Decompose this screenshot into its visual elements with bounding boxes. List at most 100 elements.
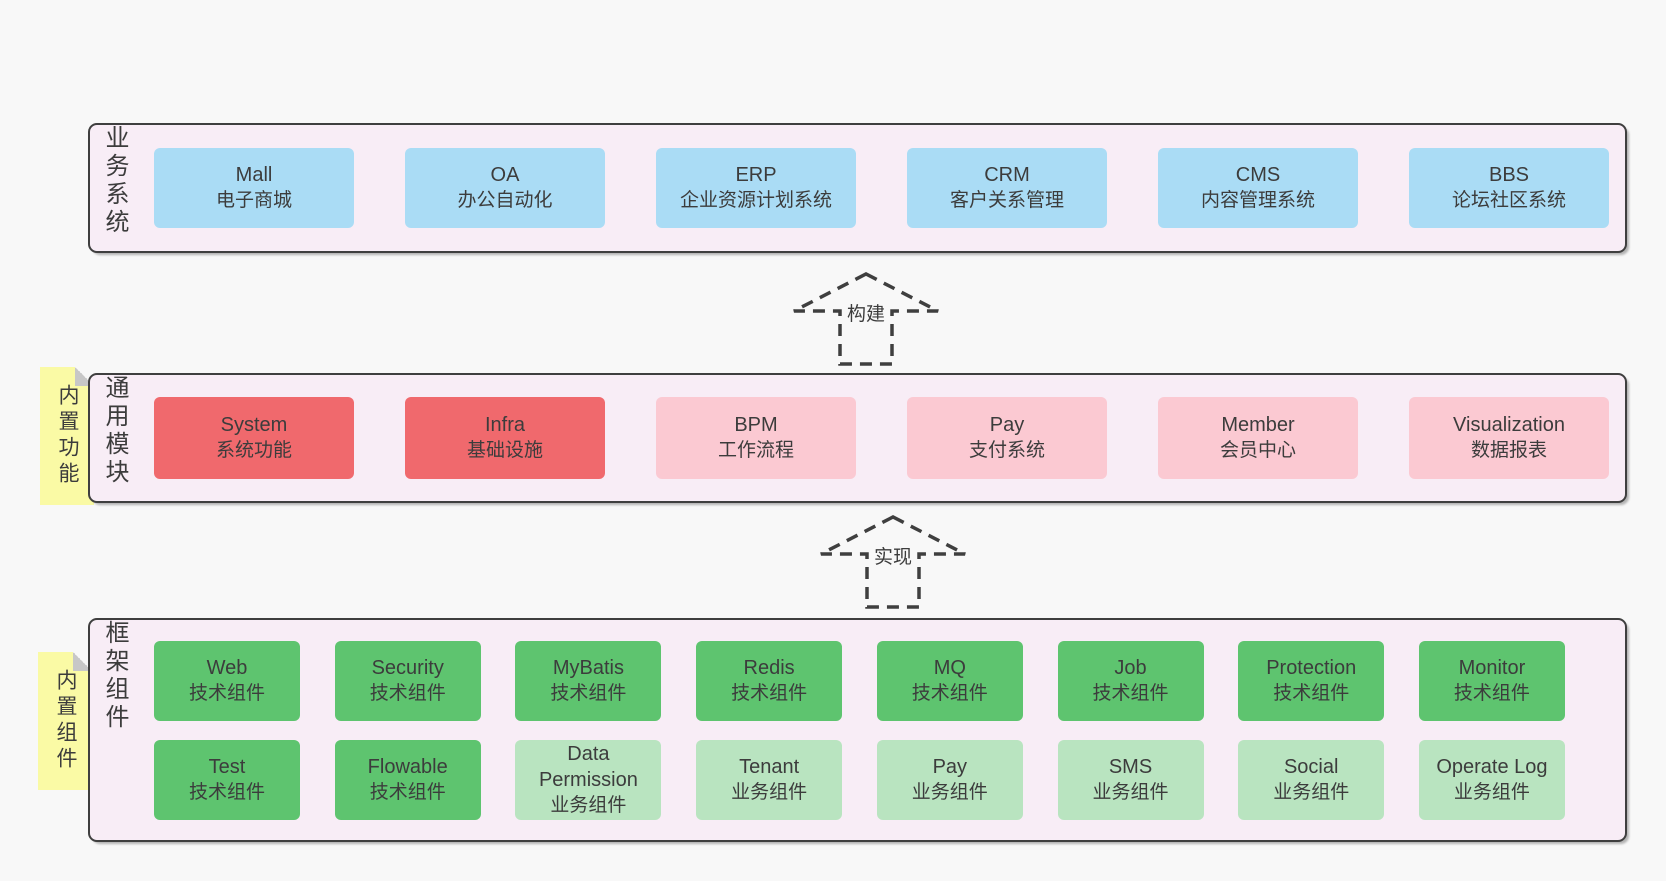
box-mall: Mall 电子商城 [154, 148, 354, 228]
components-row-2: Test 技术组件 Flowable 技术组件 Data Permission … [154, 740, 1565, 820]
box-bpm: BPM 工作流程 [656, 397, 856, 479]
box-monitor: Monitor 技术组件 [1418, 641, 1565, 721]
box-subtitle: 支付系统 [968, 440, 1045, 461]
box-system: System 系统功能 [154, 397, 354, 479]
box-subtitle: 业务组件 [911, 782, 988, 803]
box-title: BPM [734, 414, 778, 436]
box-tenant: Tenant 业务组件 [696, 740, 843, 820]
box-bbs: BBS 论坛社区系统 [1409, 148, 1609, 228]
box-subtitle: 客户关系管理 [949, 190, 1064, 211]
box-subtitle: 数据报表 [1470, 440, 1547, 461]
up-block-arrow-icon [793, 272, 939, 366]
build-arrow-label: 构建 [843, 299, 889, 326]
box-title: Web [206, 657, 248, 679]
box-subtitle: 技术组件 [731, 683, 808, 704]
box-protection: Protection 技术组件 [1238, 641, 1385, 721]
box-erp: ERP 企业资源计划系统 [656, 148, 856, 228]
box-title: Pay [989, 414, 1025, 436]
framework-components-layer: 框架组件 Web 技术组件 Security 技术组件 MyBatis 技术组件… [88, 618, 1627, 842]
up-block-arrow-icon [820, 515, 966, 609]
layer-label-modules: 通用模块 [101, 375, 128, 487]
box-title: CMS [1235, 164, 1281, 186]
box-operate-log: Operate Log 业务组件 [1418, 740, 1565, 820]
box-title: Test [208, 756, 246, 778]
box-subtitle: 会员中心 [1219, 440, 1296, 461]
box-subtitle: 业务组件 [1453, 782, 1530, 803]
box-title: Protection [1266, 657, 1357, 679]
box-pay-system: Pay 支付系统 [907, 397, 1107, 479]
box-member: Member 会员中心 [1158, 397, 1358, 479]
note-built-in-features: 内置功能 [40, 367, 94, 505]
box-title: Flowable [367, 756, 448, 778]
box-title: Data Permission [538, 743, 638, 791]
layer-label-business: 业务系统 [101, 125, 128, 237]
note-fold-corner-icon [73, 652, 92, 671]
common-modules-layer: 通用模块 System 系统功能 Infra 基础设施 BPM 工作流程 Pay… [88, 373, 1627, 503]
note-built-in-components: 内置组件 [38, 652, 92, 790]
box-mq: MQ 技术组件 [876, 641, 1023, 721]
box-subtitle: 技术组件 [1273, 683, 1350, 704]
box-flowable: Flowable 技术组件 [334, 740, 481, 820]
box-subtitle: 技术组件 [1453, 683, 1530, 704]
box-subtitle: 技术组件 [550, 683, 627, 704]
build-arrow: 构建 [791, 271, 941, 367]
box-subtitle: 技术组件 [188, 782, 265, 803]
box-subtitle: 技术组件 [369, 683, 446, 704]
note-text: 内置功能 [56, 384, 79, 488]
business-systems-layer: 业务系统 Mall 电子商城 OA 办公自动化 ERP 企业资源计划系统 CRM… [88, 123, 1627, 253]
box-title: Redis [743, 657, 795, 679]
box-subtitle: 基础设施 [466, 440, 543, 461]
box-subtitle: 技术组件 [911, 683, 988, 704]
box-subtitle: 论坛社区系统 [1451, 190, 1566, 211]
box-title: Security [371, 657, 444, 679]
box-title: Monitor [1458, 657, 1526, 679]
box-redis: Redis 技术组件 [696, 641, 843, 721]
box-sms: SMS 业务组件 [1057, 740, 1204, 820]
box-title: ERP [735, 164, 777, 186]
box-title: Visualization [1453, 414, 1565, 436]
box-title: Member [1221, 414, 1295, 436]
box-subtitle: 业务组件 [1273, 782, 1350, 803]
box-title: Operate Log [1436, 756, 1548, 778]
box-title: Social [1283, 756, 1339, 778]
box-subtitle: 系统功能 [215, 440, 292, 461]
box-title: OA [490, 164, 520, 186]
box-subtitle: 工作流程 [717, 440, 794, 461]
implement-arrow: 实现 [818, 514, 968, 610]
box-oa: OA 办公自动化 [405, 148, 605, 228]
box-subtitle: 业务组件 [550, 795, 627, 816]
box-title: System [220, 414, 288, 436]
box-title: MQ [933, 657, 966, 679]
box-subtitle: 企业资源计划系统 [679, 190, 832, 211]
components-row-1: Web 技术组件 Security 技术组件 MyBatis 技术组件 Redi… [154, 641, 1565, 721]
box-title: Job [1114, 657, 1147, 679]
box-infra: Infra 基础设施 [405, 397, 605, 479]
box-subtitle: 业务组件 [731, 782, 808, 803]
box-visualization: Visualization 数据报表 [1409, 397, 1609, 479]
box-cms: CMS 内容管理系统 [1158, 148, 1358, 228]
implement-arrow-label: 实现 [870, 542, 916, 569]
box-title: MyBatis [552, 657, 624, 679]
box-web: Web 技术组件 [154, 641, 300, 721]
box-pay-component: Pay 业务组件 [876, 740, 1023, 820]
box-security: Security 技术组件 [334, 641, 481, 721]
note-text: 内置组件 [54, 669, 77, 773]
box-mybatis: MyBatis 技术组件 [515, 641, 662, 721]
box-crm: CRM 客户关系管理 [907, 148, 1107, 228]
business-box-row: Mall 电子商城 OA 办公自动化 ERP 企业资源计划系统 CRM 客户关系… [154, 125, 1609, 251]
layer-label-components: 框架组件 [101, 620, 128, 732]
box-title: Pay [932, 756, 968, 778]
box-subtitle: 技术组件 [369, 782, 446, 803]
box-subtitle: 办公自动化 [457, 190, 553, 211]
box-subtitle: 电子商城 [215, 190, 292, 211]
box-title: Mall [235, 164, 273, 186]
box-title: BBS [1488, 164, 1530, 186]
box-title: Tenant [739, 756, 800, 778]
box-title: Infra [484, 414, 526, 436]
components-box-rows: Web 技术组件 Security 技术组件 MyBatis 技术组件 Redi… [154, 641, 1565, 820]
box-subtitle: 技术组件 [188, 683, 265, 704]
box-title: CRM [984, 164, 1030, 186]
box-social: Social 业务组件 [1238, 740, 1385, 820]
box-job: Job 技术组件 [1057, 641, 1204, 721]
